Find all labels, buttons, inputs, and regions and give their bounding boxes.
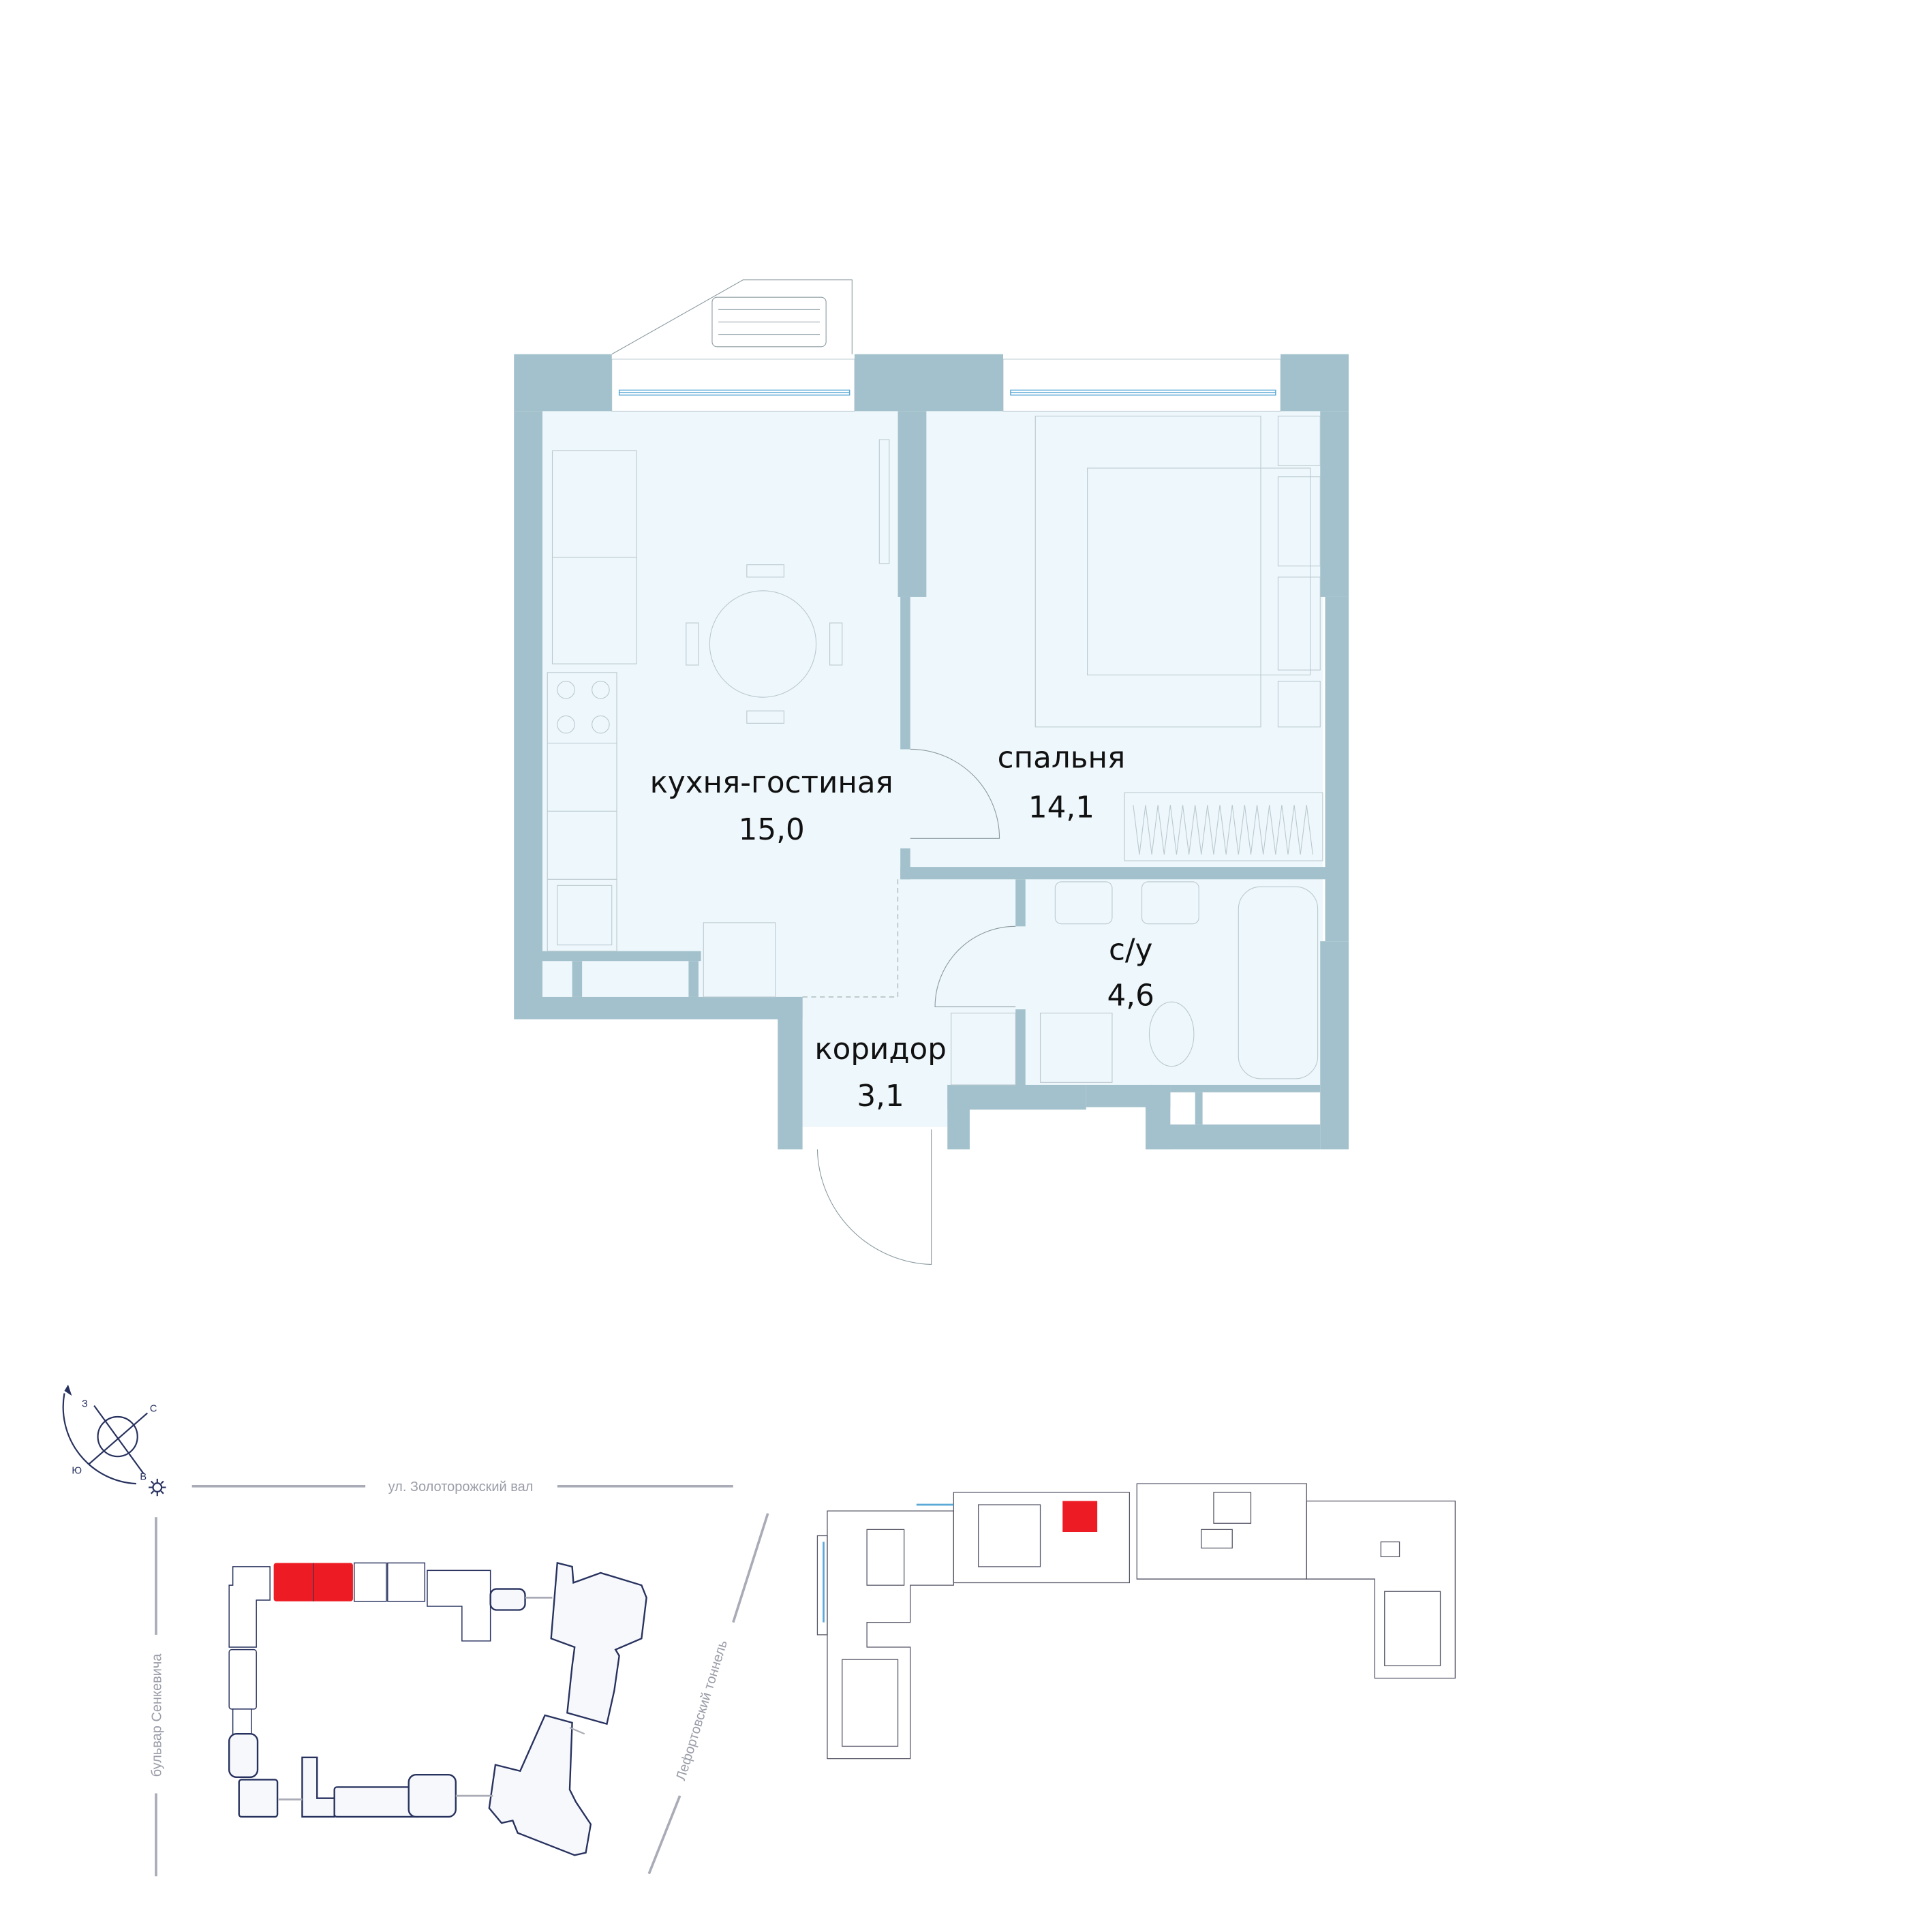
toilet xyxy=(1148,1001,1195,1067)
arrow-head-icon xyxy=(64,1384,72,1396)
compass-s: Ю xyxy=(72,1466,82,1477)
floor-key-plan xyxy=(816,1483,1456,1760)
selected-apartment xyxy=(1062,1501,1098,1533)
sink xyxy=(1054,881,1113,925)
ac-unit-balcony xyxy=(611,279,853,355)
door-bathroom xyxy=(934,925,1016,1008)
sun-icon xyxy=(149,1478,166,1497)
window-kitchen xyxy=(611,358,855,412)
furniture xyxy=(547,416,1323,1266)
floor-plan: кухня-гостиная 15,0 спальня 14,1 с/у 4,6… xyxy=(514,279,1349,1266)
room-name-bedroom: спальня xyxy=(998,741,1126,776)
room-area-bathroom: 4,6 xyxy=(1107,979,1154,1013)
complex-key-plan xyxy=(228,1561,647,1856)
fridge xyxy=(703,922,776,998)
entrance-door xyxy=(816,1129,932,1266)
room-name-kitchen-living: кухня-гостиная xyxy=(650,766,893,800)
room-area-kitchen-living: 15,0 xyxy=(739,813,805,847)
bathtub xyxy=(1238,886,1319,1079)
bed xyxy=(1034,416,1261,728)
door-bedroom xyxy=(910,748,1000,839)
kitchen-counter xyxy=(547,672,617,952)
shoe-cabinet xyxy=(951,1013,1016,1086)
window-bedroom xyxy=(1002,358,1281,412)
street-top: ул. Золоторожский вал xyxy=(388,1479,534,1494)
compass-n: С xyxy=(150,1404,157,1415)
street-right: Лефортовский тоннель xyxy=(673,1638,731,1782)
street-left: бульвар Сенкевича xyxy=(149,1653,164,1777)
tv xyxy=(878,439,890,564)
wardrobe xyxy=(1124,792,1323,861)
compass-w: З xyxy=(82,1398,88,1409)
compass-e: В xyxy=(140,1472,147,1483)
walls xyxy=(514,354,1349,1150)
rotation-arrow xyxy=(62,1393,136,1485)
sink xyxy=(1141,881,1199,925)
dining-table xyxy=(709,590,817,698)
washer xyxy=(1039,1013,1113,1083)
room-name-bathroom: с/у xyxy=(1109,933,1152,967)
compass: С Ю В З xyxy=(62,1384,166,1497)
room-labels: кухня-гостиная 15,0 спальня 14,1 с/у 4,6… xyxy=(650,741,1154,1114)
room-area-corridor: 3,1 xyxy=(857,1079,904,1114)
room-name-corridor: коридор xyxy=(814,1032,947,1067)
floor-area xyxy=(542,411,1323,1127)
room-area-bedroom: 14,1 xyxy=(1028,791,1094,825)
